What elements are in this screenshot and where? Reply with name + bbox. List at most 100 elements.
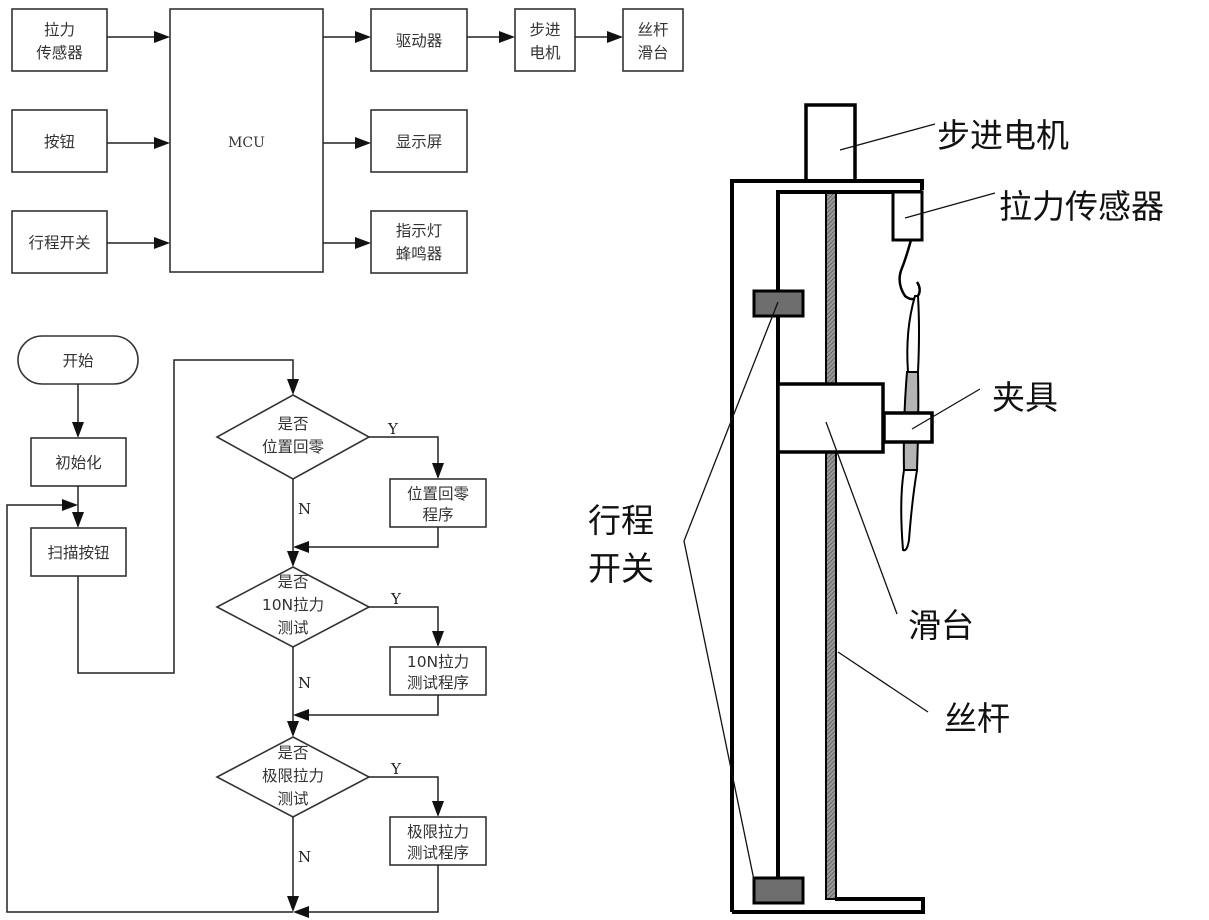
block-limit-switch: 行程开关	[11, 210, 108, 274]
block-label: 电机	[529, 44, 561, 62]
block-label: 显示屏	[396, 133, 443, 151]
flowchart: 开始 初始化 扫描按钮 是否 位置回零 Y 位置	[6, 335, 487, 918]
mechanism-drawing: 步进电机 拉力传感器 夹具 行程 开关 滑台 丝杆	[588, 103, 1164, 914]
input-arrows	[107, 31, 170, 249]
label-limit-switch: 开关	[588, 549, 654, 588]
no-label: N	[298, 848, 311, 866]
label-force-sensor: 拉力传感器	[999, 187, 1164, 226]
base-plate	[732, 897, 925, 914]
arrowhead-icon	[287, 896, 299, 912]
arrowhead-icon	[432, 631, 444, 647]
arrowhead-icon	[154, 237, 170, 249]
arrowhead-icon	[287, 551, 299, 567]
decision-10n-test: 是否 10N拉力 测试	[215, 566, 371, 648]
block-driver: 驱动器	[370, 8, 468, 72]
leader-slide-table	[825, 421, 898, 615]
yes-label: Y	[390, 760, 402, 778]
block-indicator-buzzer: 指示灯 蜂鸣器	[370, 210, 468, 274]
slide-table-shape	[776, 382, 885, 454]
flow-init: 初始化	[30, 437, 127, 487]
action-label: 程序	[422, 506, 453, 524]
decision-label: 是否	[277, 744, 308, 762]
block-label: 驱动器	[396, 32, 443, 50]
block-label: 丝杆	[637, 21, 668, 39]
start-label: 开始	[62, 352, 94, 370]
no-label: N	[298, 500, 311, 518]
leader-fixture	[911, 388, 981, 430]
init-label: 初始化	[55, 454, 102, 472]
stepper-motor-shape	[804, 103, 857, 183]
specimen-lower	[900, 469, 919, 552]
arrowhead-icon	[154, 137, 170, 149]
arrowhead-icon	[287, 721, 299, 737]
yes-label: Y	[390, 590, 402, 608]
arrowhead-icon	[62, 499, 78, 511]
action-label: 测试程序	[407, 844, 469, 862]
label-fixture: 夹具	[992, 378, 1058, 417]
flow-start: 开始	[17, 335, 139, 385]
decision-homing: 是否 位置回零	[215, 394, 371, 480]
specimen-upper	[906, 295, 920, 373]
label-slide-table: 滑台	[908, 606, 974, 645]
action-10n-test: 10N拉力 测试程序	[389, 646, 487, 696]
arrowhead-icon	[355, 237, 371, 249]
leader-lead-screw	[837, 651, 929, 713]
block-label: 按钮	[44, 133, 75, 151]
block-force-sensor: 拉力 传感器	[11, 8, 108, 72]
leader-limit-switch	[683, 301, 779, 881]
label-lead-screw: 丝杆	[944, 699, 1010, 738]
block-screw-slide: 丝杆 滑台	[622, 8, 684, 72]
block-label: 指示灯	[396, 222, 443, 240]
decision-limit-test: 是否 极限拉力 测试	[215, 736, 371, 818]
mcu-label: MCU	[228, 135, 265, 151]
limit-switch-bottom	[752, 876, 805, 905]
outer-frame	[730, 179, 924, 912]
arrowhead-icon	[293, 906, 309, 918]
yes-label: Y	[387, 420, 399, 438]
flow-scan-button: 扫描按钮	[30, 527, 127, 577]
decision-label: 位置回零	[262, 438, 325, 456]
decision-label: 是否	[277, 415, 308, 433]
action-limit-test: 极限拉力 测试程序	[389, 816, 487, 866]
scan-label: 扫描按钮	[47, 544, 109, 562]
action-label: 极限拉力	[407, 823, 469, 841]
decision-label: 是否	[277, 573, 308, 591]
block-mcu: MCU	[169, 8, 324, 273]
action-label: 位置回零	[407, 485, 470, 503]
arrowhead-icon	[432, 463, 444, 479]
action-label: 10N拉力	[407, 653, 469, 671]
block-button: 按钮	[11, 109, 108, 173]
leader-force-sensor	[904, 192, 996, 219]
action-homing: 位置回零 程序	[389, 478, 487, 528]
decision-label: 测试	[277, 619, 308, 637]
block-label: 行程开关	[28, 234, 90, 252]
block-label: 步进	[529, 21, 560, 39]
fixture-shape	[882, 411, 934, 444]
arrowhead-icon	[154, 31, 170, 43]
arrowhead-icon	[607, 31, 623, 43]
block-label: 滑台	[637, 44, 668, 62]
hook-icon	[898, 239, 921, 301]
decision-label: 极限拉力	[262, 767, 324, 785]
arrowhead-icon	[287, 379, 299, 395]
arrowhead-icon	[499, 31, 515, 43]
arrowhead-icon	[72, 512, 84, 528]
leader-stepper-motor	[839, 123, 936, 151]
block-display: 显示屏	[370, 109, 468, 173]
output-arrows	[323, 31, 623, 249]
force-sensor-shape	[891, 190, 924, 242]
action-label: 测试程序	[407, 674, 469, 692]
block-label: 传感器	[36, 44, 83, 62]
block-diagram: 拉力 传感器 按钮 行程开关 MCU 驱动器	[11, 8, 684, 274]
arrowhead-icon	[355, 31, 371, 43]
decision-label: 测试	[277, 790, 308, 808]
arrowhead-icon	[72, 422, 84, 438]
arrowhead-icon	[293, 541, 309, 553]
block-stepper-motor: 步进 电机	[514, 8, 576, 72]
label-limit-switch: 行程	[588, 501, 654, 540]
no-label: N	[298, 674, 311, 692]
label-stepper-motor: 步进电机	[937, 116, 1069, 155]
arrowhead-icon	[293, 709, 309, 721]
guide-rail	[776, 190, 922, 881]
